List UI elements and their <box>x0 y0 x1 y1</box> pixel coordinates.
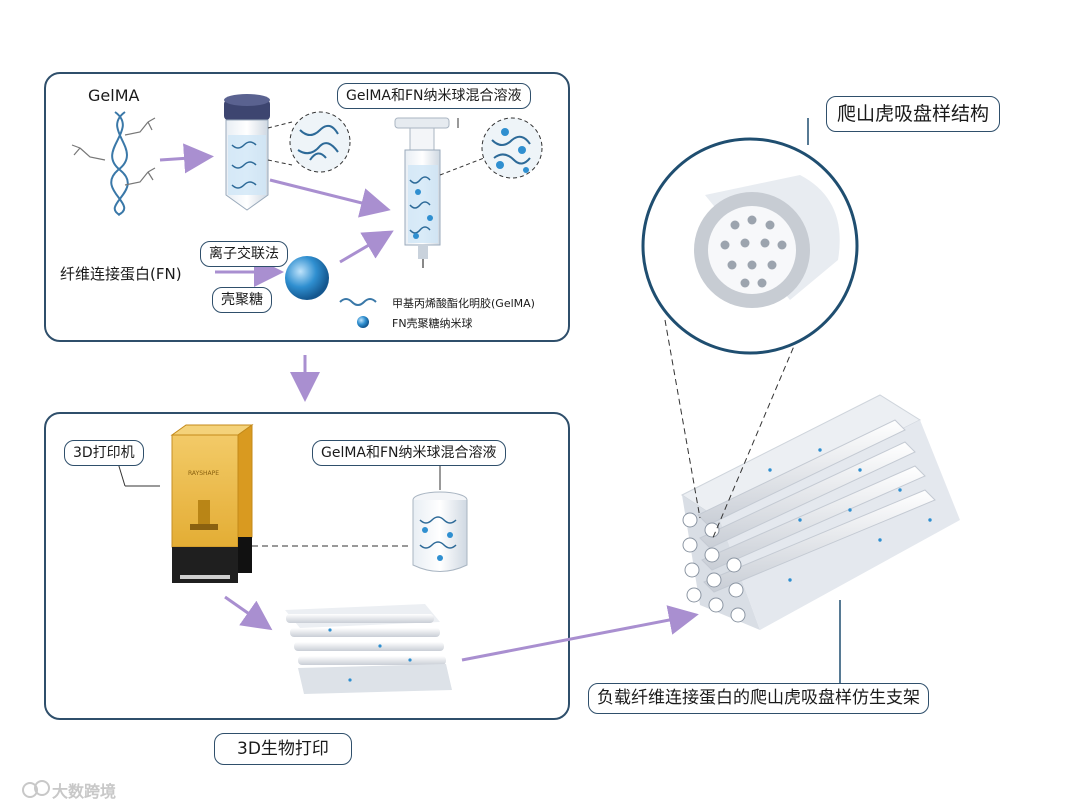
legend-nanosphere-icon <box>357 316 369 328</box>
mixture-label-bottom: GelMA和FN纳米球混合溶液 <box>312 440 506 466</box>
mixture-label-top: GelMA和FN纳米球混合溶液 <box>337 83 531 109</box>
printer-label: 3D打印机 <box>64 440 144 466</box>
bioprinting-title: 3D生物打印 <box>214 733 352 765</box>
small-scaffold-icon <box>285 604 452 694</box>
zoom-circle-mixture <box>439 117 543 179</box>
suction-cup-zoom-circle <box>641 137 859 355</box>
printer-brand: RAYSHAPE <box>188 470 220 477</box>
zoom-circle-gelma <box>267 111 351 173</box>
ionic-crosslink-label: 离子交联法 <box>200 241 288 267</box>
legend-gelma-text: 甲基丙烯酸酯化明胶(GelMA) <box>392 297 535 310</box>
legend-gelma-line-icon <box>339 298 377 306</box>
vial-icon <box>224 94 270 211</box>
scaffold-label: 负载纤维连接蛋白的爬山虎吸盘样仿生支架 <box>588 683 929 714</box>
beaker-icon <box>412 491 468 572</box>
legend-nanosphere-text: FN壳聚糖纳米球 <box>392 317 473 330</box>
suction-cup-structure-title: 爬山虎吸盘样结构 <box>826 96 1001 132</box>
fn-nanosphere-icon <box>285 256 329 300</box>
gelma-molecule <box>71 111 156 216</box>
syringe-icon <box>394 117 450 268</box>
printer-icon <box>170 424 254 583</box>
watermark-logo-icon <box>22 780 50 798</box>
watermark-text: 大数跨境 <box>52 782 117 801</box>
fn-label: 纤维连接蛋白(FN) <box>60 265 182 283</box>
chitosan-label: 壳聚糖 <box>212 287 272 313</box>
gelma-label: GelMA <box>88 86 140 105</box>
large-scaffold-icon <box>681 394 960 630</box>
